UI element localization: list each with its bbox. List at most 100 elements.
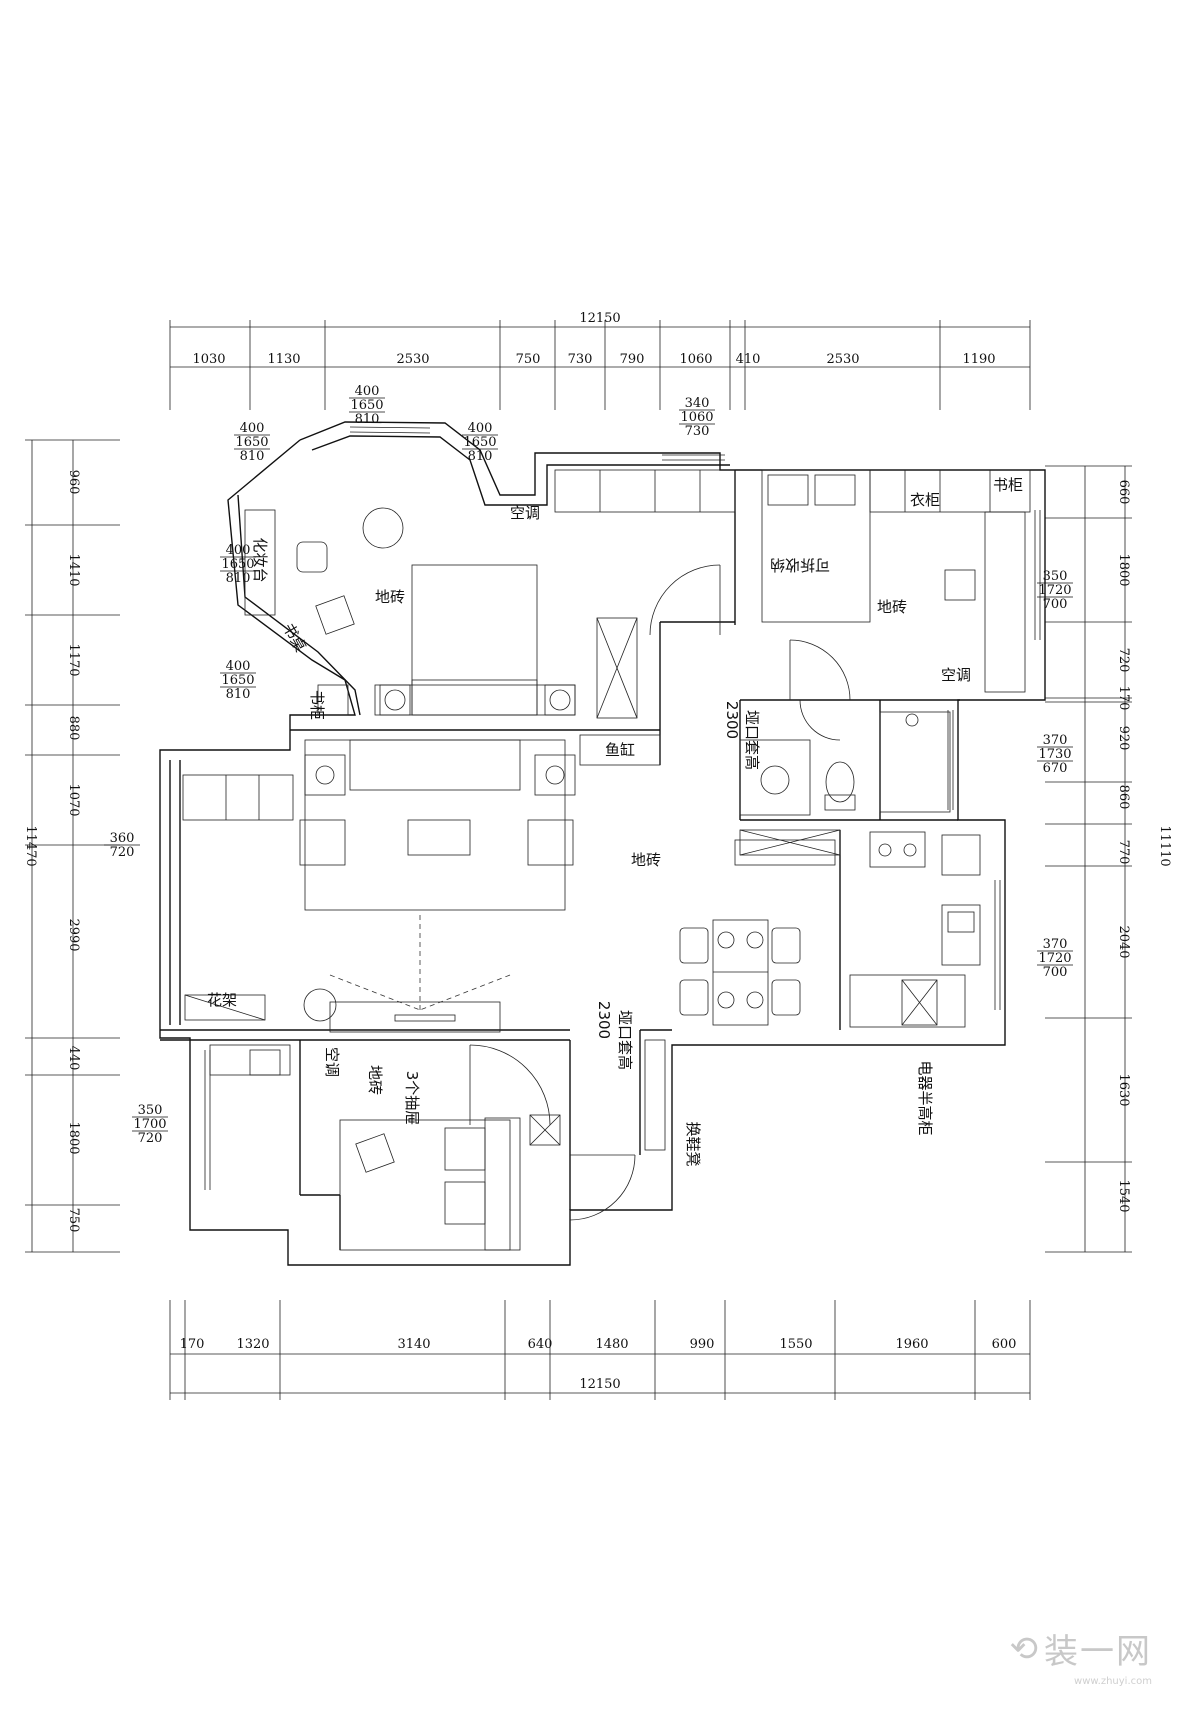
dim-right-segments: 660 1800 720 170 920 860 770 2040 1630 1… bbox=[1116, 480, 1131, 1213]
label-floor-tile-4: 地砖 bbox=[366, 1065, 384, 1095]
dim-left-seg: 1800 bbox=[66, 1121, 81, 1154]
label-appliance-cabinet: 电器半高柜 bbox=[916, 1060, 934, 1135]
window-spec-value: 1720 bbox=[1038, 583, 1071, 598]
window-spec-value: 810 bbox=[468, 449, 493, 464]
window-spec-value: 1700 bbox=[133, 1117, 166, 1132]
window-spec-value: 350 bbox=[1043, 569, 1068, 584]
dim-right-seg: 1630 bbox=[1116, 1073, 1131, 1106]
label-dresser: 化妆台 bbox=[251, 537, 269, 582]
window-spec-value: 810 bbox=[226, 687, 251, 702]
rotated-labels: 化妆台 书桌 书柜 可拆收纳 垭口套高 2300 垭口套高 2300 电器半高柜… bbox=[251, 537, 934, 1166]
window-spec-value: 350 bbox=[138, 1103, 163, 1118]
window-spec-value: 670 bbox=[1043, 761, 1068, 776]
dim-bottom-seg: 170 bbox=[180, 1337, 205, 1352]
dim-right-seg: 1540 bbox=[1116, 1179, 1131, 1212]
dim-left-seg: 1410 bbox=[66, 553, 81, 586]
window-spec-value: 700 bbox=[1043, 965, 1068, 980]
dim-bottom-seg: 1480 bbox=[595, 1337, 628, 1352]
dim-right-seg: 1800 bbox=[1116, 553, 1131, 586]
window-spec-value: 370 bbox=[1043, 937, 1068, 952]
dim-top-seg: 2530 bbox=[396, 352, 429, 367]
dim-top-segments: 1030 1130 2530 750 730 790 1060 410 2530… bbox=[192, 352, 995, 367]
label-desk: 书桌 bbox=[279, 620, 310, 655]
watermark-logo-icon: ⟲ bbox=[1009, 1628, 1039, 1669]
label-bookcase-b: 书柜 bbox=[993, 476, 1023, 494]
window-spec-value: 1720 bbox=[1038, 951, 1071, 966]
window-spec-value: 730 bbox=[685, 424, 710, 439]
dim-right-seg: 170 bbox=[1116, 686, 1131, 711]
dim-right-seg: 860 bbox=[1116, 785, 1131, 810]
dim-bottom-seg: 3140 bbox=[397, 1337, 430, 1352]
window-spec-value: 1730 bbox=[1038, 747, 1071, 762]
dim-left-seg: 1170 bbox=[66, 643, 81, 676]
window-spec-value: 1060 bbox=[680, 410, 713, 425]
dim-right-seg: 720 bbox=[1116, 648, 1131, 673]
label-floor-tile-2: 地砖 bbox=[877, 598, 907, 616]
dim-top-seg: 1130 bbox=[267, 352, 300, 367]
walls bbox=[159, 421, 1046, 1266]
dim-right-seg: 660 bbox=[1116, 480, 1131, 505]
dim-bottom-seg: 990 bbox=[690, 1337, 715, 1352]
dimension-lines bbox=[31, 326, 1126, 1394]
dim-left-seg: 1070 bbox=[66, 783, 81, 816]
window-spec-value: 340 bbox=[685, 396, 710, 411]
dim-bottom-seg: 1550 bbox=[779, 1337, 812, 1352]
window-spec-value: 1650 bbox=[221, 557, 254, 572]
label-arch-2: 垭口套高 bbox=[616, 1010, 634, 1070]
label-ac-2: 空调 bbox=[941, 666, 971, 684]
window-spec-value: 1650 bbox=[350, 398, 383, 413]
window-spec-value: 720 bbox=[138, 1131, 163, 1146]
label-flower-rack: 花架 bbox=[207, 991, 237, 1009]
dim-left-segments: 960 1410 1170 880 1070 2990 440 1800 750 bbox=[66, 470, 81, 1233]
label-wardrobe: 衣柜 bbox=[910, 491, 940, 509]
label-floor-tile-1: 地砖 bbox=[375, 588, 405, 606]
window-spec-value: 360 bbox=[110, 831, 135, 846]
dim-right-total: 11110 bbox=[1157, 825, 1172, 866]
window-spec-value: 370 bbox=[1043, 733, 1068, 748]
window-spec-value: 1650 bbox=[221, 673, 254, 688]
label-bookcase-a: 书柜 bbox=[308, 690, 326, 720]
watermark: ⟲ 装一网 www.zhuyi.com bbox=[1009, 1624, 1153, 1688]
dim-right-seg: 2040 bbox=[1116, 925, 1131, 958]
label-arch-1-height: 2300 bbox=[723, 701, 741, 739]
room-labels: 空调 地砖 地砖 地砖 鱼缸 花架 衣柜 空调 书柜 bbox=[207, 476, 1023, 1009]
watermark-url: www.zhuyi.com bbox=[1074, 1676, 1152, 1687]
dim-top-seg: 1190 bbox=[962, 352, 995, 367]
dim-bottom-seg: 1320 bbox=[236, 1337, 269, 1352]
dim-top-seg: 750 bbox=[516, 352, 541, 367]
window-spec-value: 1650 bbox=[463, 435, 496, 450]
window-spec-value: 400 bbox=[240, 421, 265, 436]
dim-bottom-seg: 640 bbox=[528, 1337, 553, 1352]
dim-top-total: 12150 bbox=[579, 311, 620, 326]
doors bbox=[469, 564, 851, 1221]
dim-left-total: 11470 bbox=[23, 825, 38, 866]
dim-top-seg: 1030 bbox=[192, 352, 225, 367]
label-shoe-bench: 换鞋凳 bbox=[684, 1121, 702, 1166]
window-spec-value: 810 bbox=[226, 571, 251, 586]
dim-bottom-total: 12150 bbox=[579, 1377, 620, 1392]
window-spec-value: 400 bbox=[226, 543, 251, 558]
dim-left-seg: 960 bbox=[66, 470, 81, 495]
dim-bottom-segments: 170 1320 3140 640 1480 990 1550 1960 600 bbox=[180, 1337, 1017, 1352]
window-spec-value: 400 bbox=[355, 384, 380, 399]
label-fish-tank: 鱼缸 bbox=[605, 741, 635, 759]
dim-bottom-seg: 600 bbox=[992, 1337, 1017, 1352]
dim-left-seg: 440 bbox=[66, 1046, 81, 1071]
dimension-ticks bbox=[25, 320, 1132, 1400]
dim-top-seg: 730 bbox=[568, 352, 593, 367]
window-spec-value: 400 bbox=[226, 659, 251, 674]
window-spec-value: 400 bbox=[468, 421, 493, 436]
window-spec-value: 810 bbox=[355, 412, 380, 427]
furniture bbox=[182, 469, 1031, 1251]
window-labels: 4001650810400165081040016508104001650810… bbox=[104, 384, 1073, 1146]
label-arch-1: 垭口套高 bbox=[743, 710, 761, 770]
label-ac-1: 空调 bbox=[510, 504, 540, 522]
dim-top-seg: 1060 bbox=[679, 352, 712, 367]
watermark-brand: 装一网 bbox=[1044, 1632, 1152, 1672]
label-ac-3: 空调 bbox=[323, 1047, 341, 1077]
window-spec-value: 700 bbox=[1043, 597, 1068, 612]
window-spec-value: 810 bbox=[240, 449, 265, 464]
window-spec-value: 1650 bbox=[235, 435, 268, 450]
label-floor-tile-3: 地砖 bbox=[631, 851, 661, 869]
